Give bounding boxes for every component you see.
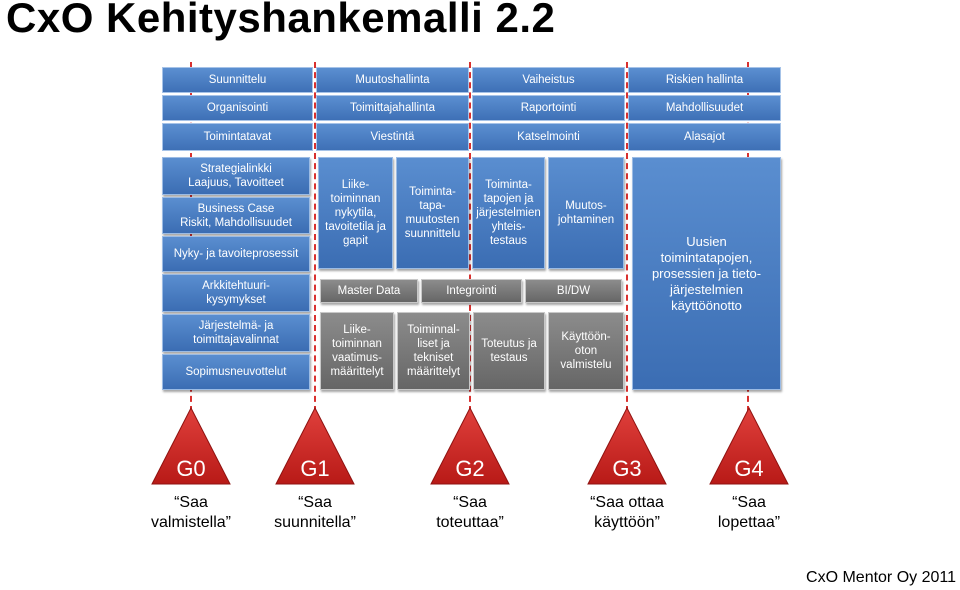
gate-g1-triangle: G1 (275, 406, 355, 485)
grid-cell-toimittajahallinta: Toimittajahallinta (316, 95, 469, 121)
grid-cell-suunnittelu: Suunnittelu (162, 67, 313, 93)
left-box-nyky-ja-tavoiteprosessit: Nyky- ja tavoiteprosessit (162, 236, 310, 272)
left-box-arkkitehtuurikysymykset: Arkkitehtuuri- kysymykset (162, 274, 310, 312)
grid-cell-riskien-hallinta: Riskien hallinta (628, 67, 781, 93)
grid-cell-alasajot: Alasajot (628, 123, 781, 151)
mid-box-toteutus-ja-testaus: Toteutus ja testaus (473, 312, 545, 390)
mid-box-vaatimusmaarittelyt: Liike- toiminnan vaatimus- määrittelyt (320, 312, 394, 390)
grid-cell-muutoshallinta: Muutoshallinta (316, 67, 469, 93)
grid-cell-katselmointi: Katselmointi (472, 123, 625, 151)
copyright-text: CxO Mentor Oy 2011 (806, 569, 956, 586)
gate-g4-triangle: G4 (709, 406, 789, 485)
grid-cell-toimintatavat: Toimintatavat (162, 123, 313, 151)
bar-master-data: Master Data (320, 279, 418, 303)
mid-box-toiminnalliset-maarittelyt: Toiminnal- liset ja tekniset määrittelyt (397, 312, 470, 390)
mid-box-yhteistestaus: Toiminta- tapojen ja järjestelmien yhtei… (472, 157, 545, 269)
left-box-sopimusneuvottelut: Sopimusneuvottelut (162, 354, 310, 390)
bar-integrointi: Integrointi (421, 279, 522, 303)
bar-bi-dw: BI/DW (525, 279, 622, 303)
left-box-business-case: Business Case Riskit, Mahdollisuudet (162, 197, 310, 234)
page-title: CxO Kehityshankemalli 2.2 (6, 0, 556, 41)
gate-g3-triangle: G3 (587, 406, 667, 485)
gate-g4-label: G4 (734, 456, 763, 481)
gate-g1-label: G1 (300, 456, 329, 481)
gate-g3-label: G3 (612, 456, 641, 481)
mid-box-muutosjohtaminen: Muutos- johtaminen (548, 157, 624, 269)
left-box-jarjestelma-ja-toimittajavalinnat: Järjestelmä- ja toimittajavalinnat (162, 314, 310, 352)
gate-g3-caption: “Saa ottaa käyttöön” (590, 494, 664, 531)
gate-g0-caption: “Saa valmistella” (150, 494, 231, 531)
grid-cell-viestinta: Viestintä (316, 123, 469, 151)
grid-cell-mahdollisuudet: Mahdollisuudet (628, 95, 781, 121)
left-box-strategialinkki: Strategialinkki Laajuus, Tavoitteet (162, 157, 310, 195)
grid-cell-vaiheistus: Vaiheistus (472, 67, 625, 93)
gate-g0-triangle: G0 (151, 406, 231, 485)
mid-box-liiketoiminnan-nykytila: Liike- toiminnan nykytila, tavoitetila j… (318, 157, 393, 269)
mid-box-kayttoonoton-valmistelu: Käyttöön- oton valmistelu (548, 312, 624, 390)
gate-line-g1 (314, 62, 316, 412)
gate-g2-label: G2 (455, 456, 484, 481)
right-box-kayttoonotto: Uusien toimintatapojen, prosessien ja ti… (632, 157, 781, 390)
gate-g4-caption: “Saa lopettaa” (717, 494, 781, 531)
gate-g2-triangle: G2 (430, 406, 510, 485)
gate-line-g2 (469, 62, 471, 412)
gate-g2-caption: “Saa toteuttaa” (436, 494, 504, 531)
mid-box-toimintatapamuutosten-suunnittelu: Toiminta- tapa- muutosten suunnittelu (396, 157, 469, 269)
gate-g0-label: G0 (176, 456, 205, 481)
gate-g1-caption: “Saa suunnitella” (274, 494, 356, 531)
grid-cell-raportointi: Raportointi (472, 95, 625, 121)
gate-line-g3 (626, 62, 628, 412)
grid-cell-organisointi: Organisointi (162, 95, 313, 121)
